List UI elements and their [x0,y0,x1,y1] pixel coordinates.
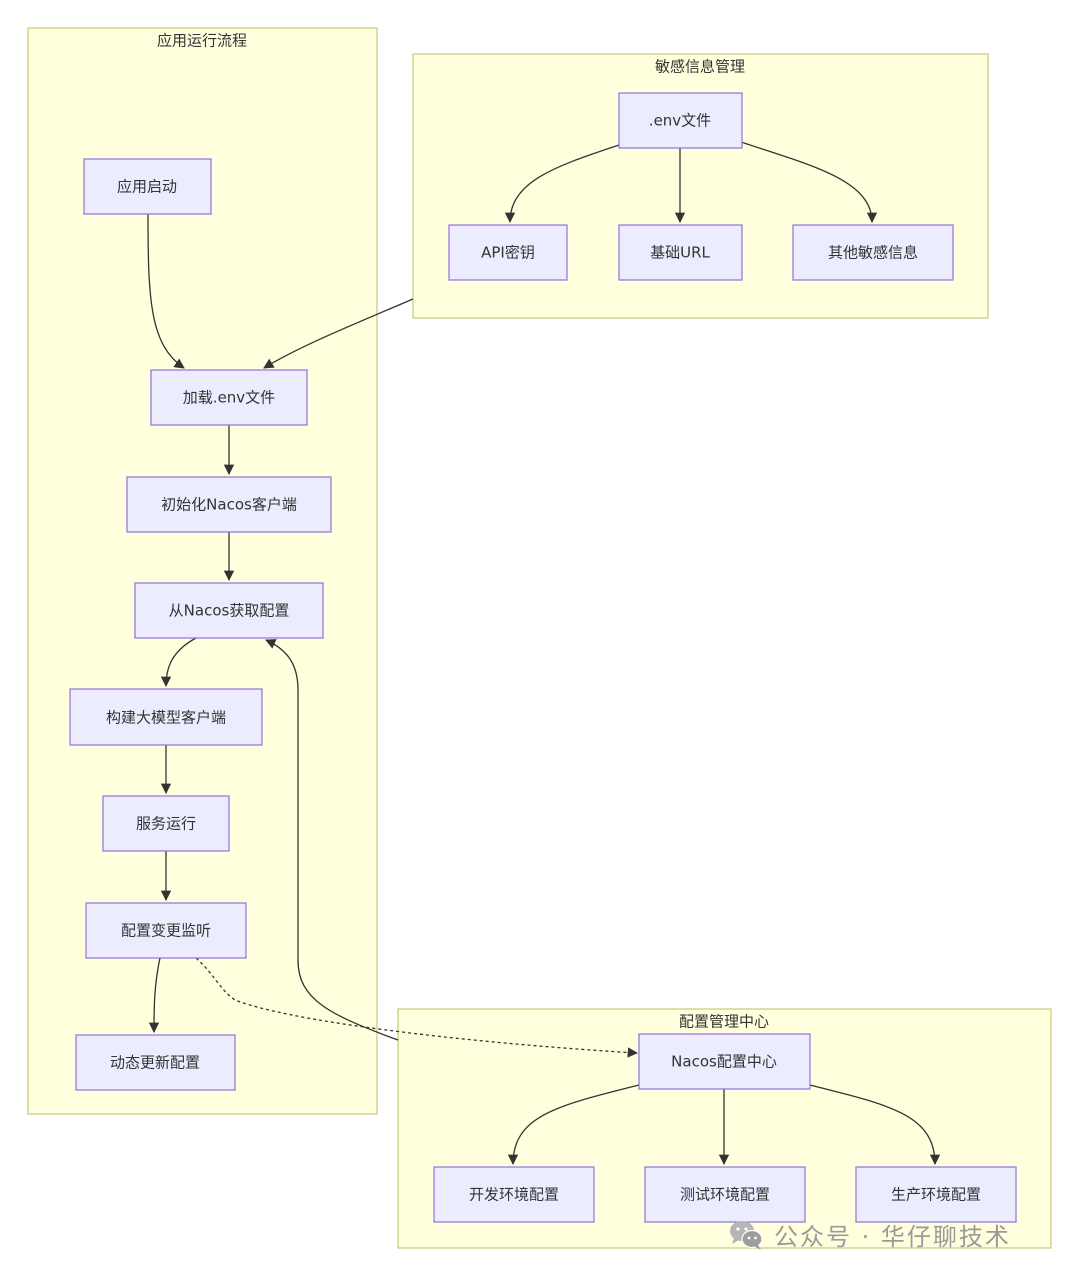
node-nacos-center: Nacos配置中心 [638,1033,811,1090]
node-fetch-config-label: 从Nacos获取配置 [169,602,290,620]
edge-nacos-to-prod [809,1084,941,1166]
node-service-run: 服务运行 [102,795,230,852]
cluster-secrets-title: 敏感信息管理 [655,58,745,76]
node-env-file: .env文件 [618,92,743,149]
node-app-start: 应用启动 [83,158,212,215]
node-base-url: 基础URL [618,224,743,281]
node-build-llm: 构建大模型客户端 [69,688,263,746]
cluster-config-center-title: 配置管理中心 [679,1013,769,1031]
node-test-config-label: 测试环境配置 [680,1186,770,1204]
edge-env-to-api-key [504,144,620,224]
node-dynamic-update: 动态更新配置 [75,1034,236,1091]
node-prod-config: 生产环境配置 [855,1166,1017,1223]
watermark-text: 公众号 · 华仔聊技术 [774,1222,1011,1251]
node-nacos-center-label: Nacos配置中心 [671,1053,777,1071]
node-prod-config-label: 生产环境配置 [891,1186,981,1204]
node-base-url-label: 基础URL [650,244,710,262]
node-service-run-label: 服务运行 [136,815,196,833]
edge-env-to-other-secrets [740,141,878,224]
node-load-env: 加载.env文件 [150,369,308,426]
node-api-key-label: API密钥 [481,244,535,262]
edge-nacos-to-dev [507,1084,640,1166]
node-api-key: API密钥 [448,224,568,281]
node-test-config: 测试环境配置 [644,1166,806,1223]
node-init-nacos-label: 初始化Nacos客户端 [161,496,297,514]
node-init-nacos: 初始化Nacos客户端 [126,476,332,533]
edge-secrets-to-load-env [263,298,414,369]
node-config-listen: 配置变更监听 [85,902,247,959]
node-other-secrets: 其他敏感信息 [792,224,954,281]
edge-listen-to-nacos-center [195,957,639,1058]
node-dev-config: 开发环境配置 [433,1166,595,1223]
edges [147,141,941,1166]
edge-listen-to-dynamic-update [148,957,161,1034]
cluster-app-flow-title: 应用运行流程 [157,32,247,50]
edge-config-center-to-fetch [265,639,399,1041]
node-load-env-label: 加载.env文件 [183,389,275,407]
node-dynamic-update-label: 动态更新配置 [110,1054,200,1072]
node-env-file-label: .env文件 [649,112,711,130]
node-other-secrets-label: 其他敏感信息 [828,244,918,262]
node-app-start-label: 应用启动 [117,178,177,196]
edge-start-to-load-env [147,213,185,369]
node-fetch-config: 从Nacos获取配置 [134,582,324,639]
watermark: 公众号 · 华仔聊技术 [726,1214,1011,1254]
edge-fetch-to-build-llm [160,637,197,688]
node-config-listen-label: 配置变更监听 [121,922,211,940]
wechat-icon [730,1221,763,1250]
node-build-llm-label: 构建大模型客户端 [106,709,226,727]
node-dev-config-label: 开发环境配置 [469,1186,559,1204]
